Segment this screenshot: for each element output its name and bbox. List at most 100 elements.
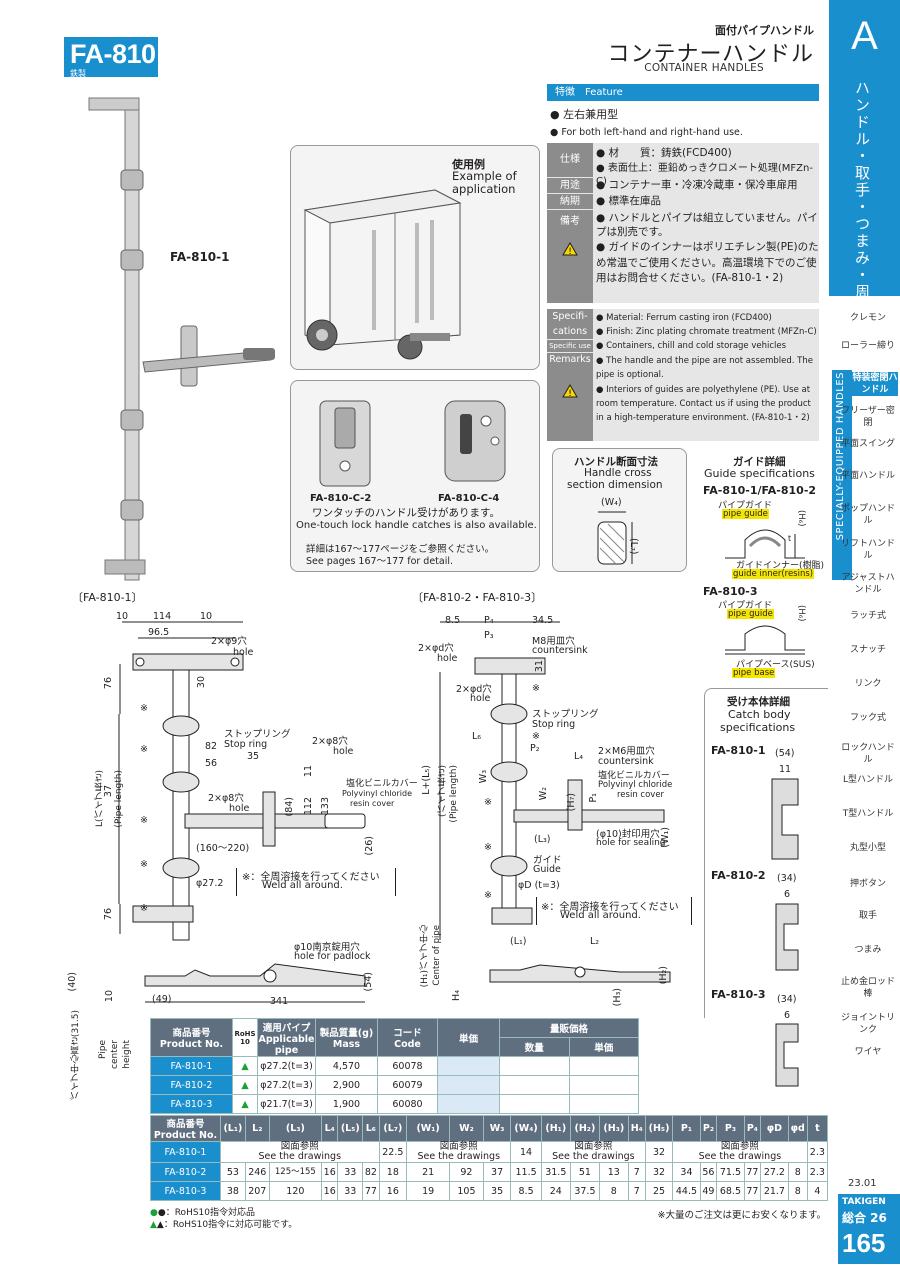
unit-price-cell: [437, 1094, 500, 1114]
pt-h-pipe-jp: 適用パイプ: [262, 1022, 311, 1034]
ld-center-en1: Pipe: [98, 1040, 108, 1059]
sidebar-item[interactable]: 取手: [858, 911, 877, 921]
spec-en-material-1: ● Material: Ferrum casting iron (FCD400): [596, 313, 772, 323]
catch-c4-image: [440, 396, 510, 486]
ld-padlock-jp: φ10南京錠用穴: [294, 942, 360, 953]
sidebar-item[interactable]: L型ハンドル: [842, 775, 893, 785]
rd-holed-en: hole: [437, 653, 458, 664]
ld-stop-en: Stop ring: [224, 739, 268, 750]
product-cell-mass: 1,900: [315, 1094, 378, 1114]
dim-cell: 21.7: [760, 1181, 789, 1201]
guide-base-jp: パイプベース(SUS): [736, 660, 815, 670]
dim-cell: 33: [337, 1162, 364, 1182]
sidebar-item[interactable]: 止め金ロッド棒: [840, 977, 895, 999]
sidebar-item[interactable]: ワイヤ: [854, 1047, 882, 1057]
section-eng-bg: [832, 370, 852, 580]
ld-d272: φ27.2: [196, 878, 224, 889]
sidebar-item[interactable]: 平面スイング: [840, 439, 895, 449]
sidebar-item[interactable]: 丸型小型: [849, 843, 886, 853]
example-title: 使用例: [452, 158, 485, 171]
ld-pvc-en1: Polyvinyl chloride: [342, 789, 413, 798]
rd-h1: (H₁)パイプ中心: [420, 925, 430, 988]
footer-note-2: ▲▲：RoHS10指令に対応可能です。: [150, 1219, 297, 1231]
dim-cell: 7: [627, 1162, 646, 1182]
guide-drawing-3: [720, 618, 810, 658]
feature-header: 特徴 Feature: [547, 84, 819, 101]
rd-p1: P₁: [588, 793, 599, 803]
rd-w2: W₂: [538, 787, 549, 801]
unit-price-cell: [437, 1056, 500, 1076]
sidebar-item[interactable]: リンク: [854, 679, 882, 689]
sidebar-item[interactable]: アジャストハンドル: [841, 573, 895, 595]
product-cell-pipe: φ27.2(t=3): [257, 1075, 316, 1095]
rd-ast-3: ※: [484, 797, 492, 808]
dt-h-pno-en: Product No.: [153, 1130, 218, 1141]
sidebar-item[interactable]: フリーザー密閉: [841, 406, 895, 428]
see-drawings-en: See the drawings: [258, 1151, 342, 1162]
dim-cell: 33: [337, 1181, 364, 1201]
dim-cell: 16: [321, 1181, 339, 1201]
sidebar-item[interactable]: ポップハンドル: [840, 504, 895, 526]
sidebar-item[interactable]: リフトハンドル: [840, 539, 895, 561]
pt-h-bulk: 量販価格: [499, 1018, 639, 1038]
rohs-dot-icon: ●: [150, 1208, 158, 1218]
guide-pipe-guide-jp: パイプガイド: [718, 501, 773, 511]
rd-w1: (W₁): [660, 827, 671, 848]
spec-en-remark-2: ● Interiors of guides are polyethylene (…: [596, 385, 811, 423]
sidebar-item[interactable]: ローラー締り: [840, 341, 895, 351]
dim-cell: 77: [743, 1181, 762, 1201]
dim-cell: 13: [598, 1162, 629, 1182]
sidebar-item[interactable]: つまみ: [854, 945, 882, 955]
sidebar-item[interactable]: 平面ハンドル: [840, 471, 895, 481]
sidebar-item[interactable]: クレモン: [849, 313, 886, 323]
rd-weld-note: [536, 897, 692, 925]
dt-h-col: (W₁): [406, 1115, 451, 1142]
version: 23.01: [848, 1178, 877, 1189]
sidebar-item[interactable]: ラッチ式: [849, 611, 886, 621]
example-title-en: Example of application: [452, 169, 517, 196]
ld-pvc-en2: resin cover: [350, 799, 395, 808]
dt-h-col: (L₇): [378, 1115, 408, 1142]
section-tab[interactable]: A: [829, 0, 900, 72]
dt-h-col: P₂: [699, 1115, 718, 1142]
ld-d10c: 10: [104, 990, 115, 1003]
spec-remark-2: ● ガイドのインナーはポリエチレン製(PE)のため常温でご使用ください。高温環境…: [596, 241, 819, 284]
dim-cell: 24: [540, 1181, 571, 1201]
see-drawings-jp: 図面参照: [720, 1141, 759, 1152]
feature-jp-text: 左右兼用型: [563, 108, 619, 121]
bulk-qty-cell: [499, 1094, 570, 1114]
ld-d112: 112: [303, 797, 314, 816]
sidebar-item[interactable]: ジョイントリンク: [840, 1013, 895, 1035]
bulk-qty-cell: [499, 1056, 570, 1076]
ld-weld-jp: ※：全周溶接を行ってください: [242, 872, 380, 883]
sidebar-item[interactable]: T型ハンドル: [842, 809, 894, 819]
sidebar-item[interactable]: スナッチ: [849, 645, 886, 655]
dim-cell: 8: [787, 1181, 808, 1201]
guide-pipe-guide-en-3: pipe guide: [727, 609, 774, 619]
ld-ast-5: ※: [140, 903, 148, 914]
product-cell-pno: FA-810-3: [150, 1094, 233, 1114]
cross-title-en1: Handle cross: [584, 467, 652, 479]
catch-body-en1: Catch body: [728, 708, 791, 721]
dim-cell: 34: [672, 1162, 701, 1182]
rd-l5: L+(L₅): [421, 765, 432, 795]
ld-d965: 96.5: [148, 627, 170, 638]
ld-d76b: 76: [103, 908, 114, 921]
product-cell-code: 60080: [377, 1094, 438, 1114]
dim-cell: 53: [220, 1162, 246, 1182]
product-cell-code: 60079: [377, 1075, 438, 1095]
rd-pipe-len-en: (Pipe length): [449, 765, 459, 823]
ld-d30: 30: [196, 676, 207, 689]
sidebar-item[interactable]: ロックハンドル: [841, 743, 895, 765]
sidebar-item[interactable]: フック式: [849, 713, 886, 723]
catch-body-m2: FA-810-2: [711, 869, 766, 882]
dim-cell: 38: [220, 1181, 246, 1201]
ld-d54: (54): [363, 972, 374, 992]
pt-h-pno-en: Product No.: [159, 1039, 224, 1050]
sidebar-item[interactable]: 押ボタン: [849, 879, 886, 889]
ld-d56: 56: [205, 758, 218, 769]
sidebar-item[interactable]: 特装密閉ハンドル: [852, 372, 898, 396]
dim-cell: FA-810-3: [150, 1181, 221, 1201]
pt-h-code-jp: コード: [393, 1028, 422, 1039]
